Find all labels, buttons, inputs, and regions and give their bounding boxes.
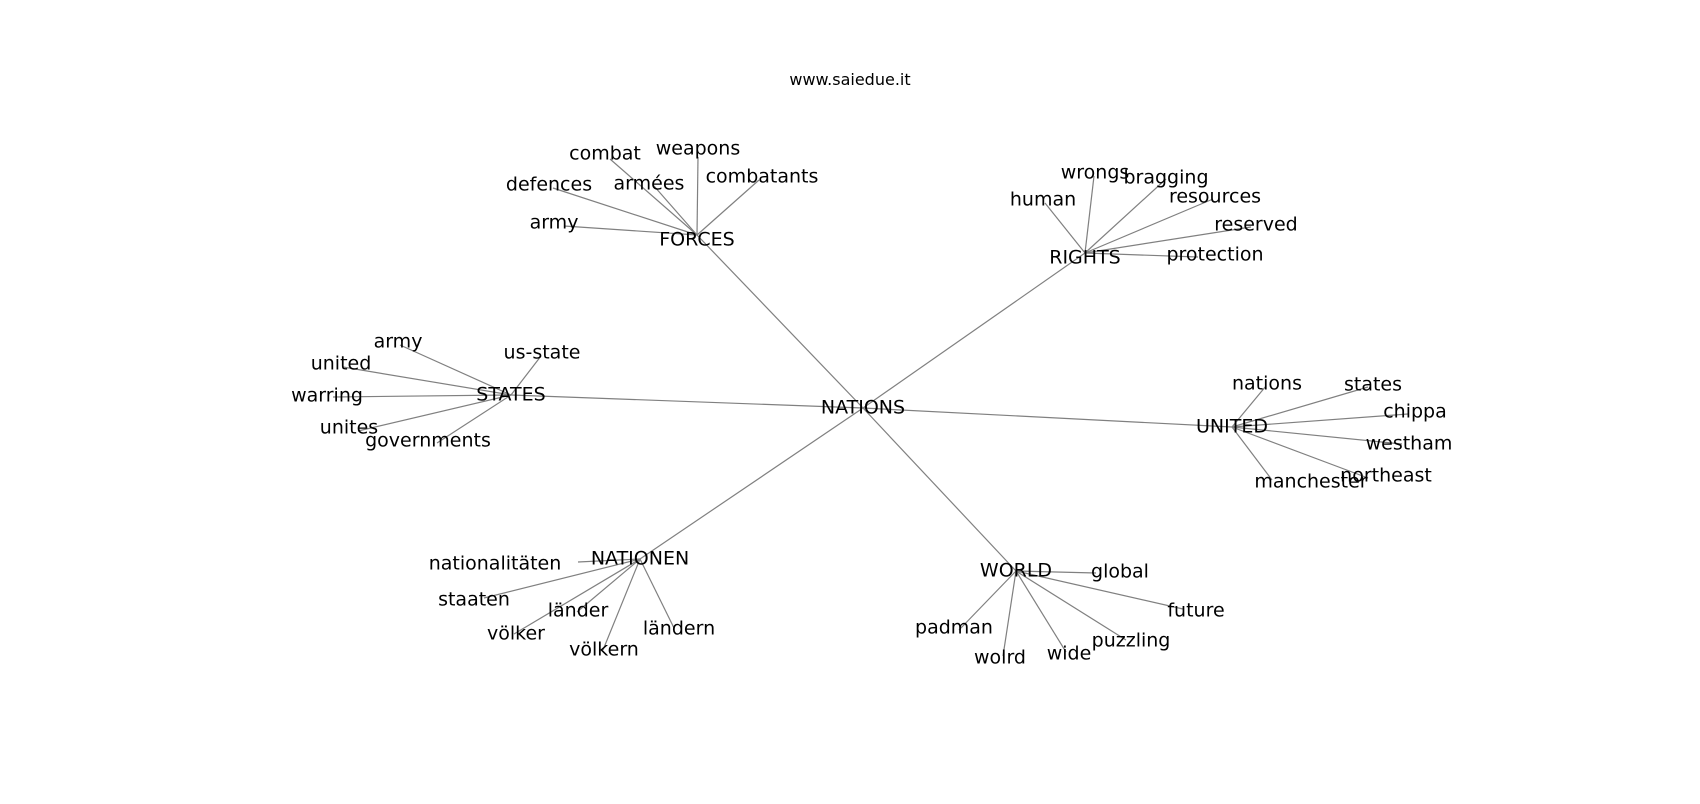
edge-nationen-word <box>577 558 641 563</box>
cluster-node-states: STATES <box>476 384 545 406</box>
edge-forces-word <box>563 225 698 236</box>
edge-center-nationen <box>639 407 864 560</box>
edge-states-word <box>342 366 512 396</box>
word-node: united <box>311 353 372 375</box>
word-node: völkern <box>569 639 639 661</box>
edge-nationen-word <box>513 558 641 635</box>
edge-united-word <box>1231 413 1409 428</box>
cluster-node-forces: FORCES <box>659 229 734 251</box>
edge-rights-word <box>1084 226 1252 254</box>
watermark: www.saiedue.it <box>789 70 911 89</box>
word-node: army <box>530 212 579 234</box>
word-node: nationalitäten <box>429 553 562 575</box>
edge-rights-word <box>1084 178 1167 254</box>
edge-center-world <box>862 407 1017 572</box>
word-node: armées <box>614 173 685 195</box>
word-node: weapons <box>656 138 741 160</box>
edge-rights-word <box>1084 198 1214 254</box>
word-node: unites <box>320 417 378 439</box>
word-node: combat <box>569 143 641 165</box>
word-node: westham <box>1366 433 1453 455</box>
edge-world-word <box>1015 570 1184 610</box>
word-node: wrongs <box>1061 162 1130 184</box>
edge-center-forces <box>696 234 864 409</box>
edge-forces-word <box>609 158 698 236</box>
edge-world-word <box>1015 570 1097 574</box>
edge-center-rights <box>862 252 1086 409</box>
word-node: wolrd <box>974 647 1026 669</box>
cluster-node-rights: RIGHTS <box>1049 247 1120 269</box>
word-node: manchester <box>1254 471 1367 493</box>
edge-forces-word <box>696 156 699 236</box>
edge-world-word <box>1015 570 1127 641</box>
word-node: padman <box>915 617 993 639</box>
cluster-node-united: UNITED <box>1196 416 1268 438</box>
word-node: future <box>1167 600 1224 622</box>
word-node: states <box>1344 374 1402 396</box>
edge-center-united <box>862 407 1233 428</box>
word-node: resources <box>1169 186 1261 208</box>
edges-layer <box>332 156 1409 657</box>
word-node: warring <box>291 385 363 407</box>
word-node: bragging <box>1123 167 1208 189</box>
edge-rights-word <box>1044 202 1086 254</box>
edge-united-word <box>1231 426 1273 481</box>
labels-layer: NATIONS FORCES combat weapons defences armées… <box>291 138 1452 669</box>
word-node: länder <box>548 600 609 622</box>
edge-united-word <box>1231 386 1369 428</box>
word-node: human <box>1010 189 1076 211</box>
word-node: protection <box>1166 244 1263 266</box>
word-node: governments <box>365 430 491 452</box>
edge-nationen-word <box>602 558 641 651</box>
edge-states-word <box>399 344 512 396</box>
word-node: defences <box>506 174 592 196</box>
edge-nationen-word <box>576 558 641 613</box>
word-node: wide <box>1047 643 1092 665</box>
word-node: völker <box>487 623 545 645</box>
word-node: staaten <box>438 589 510 611</box>
word-node: chippa <box>1383 401 1447 423</box>
word-node: us-state <box>504 342 581 364</box>
word-node: nations <box>1232 373 1302 395</box>
center-node: NATIONS <box>821 397 905 419</box>
edge-nationen-word <box>483 558 641 599</box>
word-node: combatants <box>706 166 819 188</box>
edge-united-word <box>1231 426 1403 445</box>
edge-states-word <box>357 394 512 432</box>
edge-states-word <box>436 394 512 444</box>
word-node: puzzling <box>1092 630 1171 652</box>
edge-states-word <box>510 355 542 396</box>
edge-world-word <box>1015 570 1067 653</box>
word-node: reserved <box>1214 214 1297 236</box>
edge-world-word <box>1002 570 1017 657</box>
edge-nationen-word <box>639 558 675 629</box>
edge-center-states <box>510 394 864 409</box>
edge-united-word <box>1231 426 1369 479</box>
word-node: global <box>1091 561 1149 583</box>
edge-united-word <box>1231 385 1267 428</box>
edge-forces-word <box>653 185 698 236</box>
word-node: northeast <box>1340 465 1432 487</box>
edge-forces-word <box>696 179 760 236</box>
edge-world-word <box>958 570 1017 631</box>
word-node: army <box>374 331 423 353</box>
cluster-node-nationen: NATIONEN <box>591 548 689 570</box>
edge-states-word <box>332 394 512 398</box>
edge-forces-word <box>552 187 698 236</box>
cluster-node-world: WORLD <box>980 560 1052 582</box>
edge-rights-word <box>1084 175 1095 254</box>
edge-rights-word <box>1084 252 1199 258</box>
word-node: ländern <box>643 618 715 640</box>
